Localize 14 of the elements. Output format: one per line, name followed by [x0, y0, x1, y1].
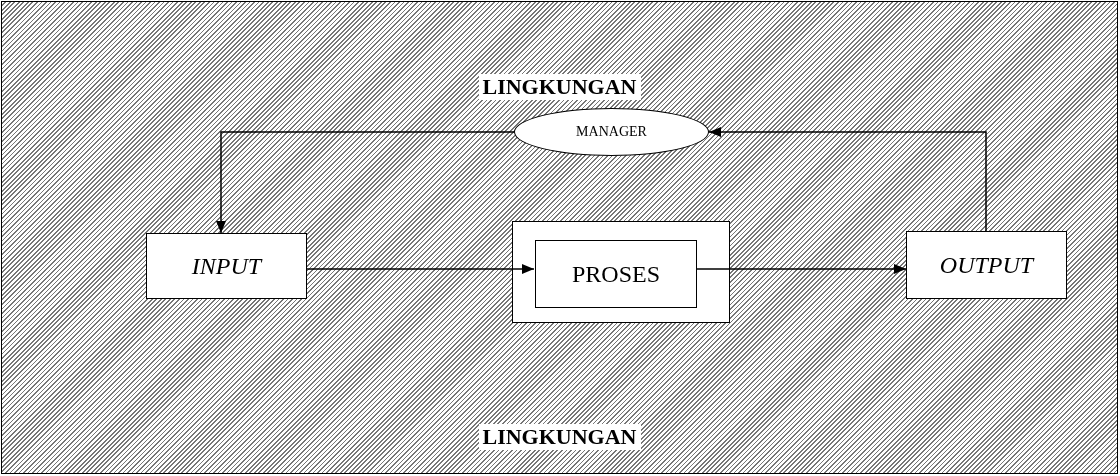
ellipse-node: [514, 108, 709, 156]
environment-label: LINGKUNGAN: [478, 74, 641, 100]
arrow: [695, 264, 907, 274]
node-label: MANAGER: [576, 124, 647, 140]
arrow: [708, 127, 987, 232]
process-box: [535, 240, 697, 308]
input-box: [146, 233, 307, 299]
node-label: PROSES: [571, 260, 660, 288]
arrow: [306, 264, 535, 274]
node-label: INPUT: [191, 252, 262, 280]
process-container: [512, 221, 730, 323]
node-label: OUTPUT: [939, 251, 1034, 279]
environment-label: LINGKUNGAN: [478, 424, 641, 450]
output-box: [906, 231, 1067, 299]
